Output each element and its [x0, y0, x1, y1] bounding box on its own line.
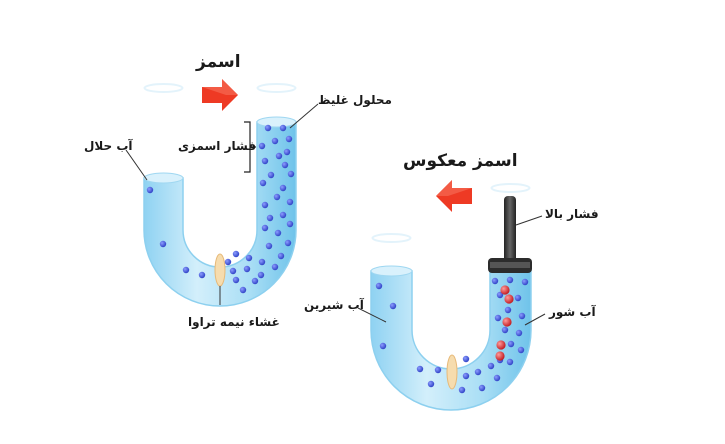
- water-molecule: [507, 340, 515, 348]
- water-molecule: [266, 214, 274, 222]
- water-molecule: [285, 135, 293, 143]
- water-molecule: [245, 254, 253, 262]
- reverse-osmosis-tube: [370, 183, 532, 411]
- water-molecule: [521, 278, 529, 286]
- water-molecule: [506, 276, 514, 284]
- membrane-icon: [446, 354, 458, 390]
- salt-molecule: [504, 294, 514, 304]
- water-molecule: [261, 157, 269, 165]
- concentrated-solution-label: محلول غلیظ: [318, 93, 392, 107]
- water-molecule: [277, 252, 285, 260]
- osmotic-pressure-label: فشار اسمزی: [178, 139, 257, 153]
- water-molecule: [515, 329, 523, 337]
- water-molecule: [258, 258, 266, 266]
- water-molecule: [478, 384, 486, 392]
- water-molecule: [379, 342, 387, 350]
- water-molecule: [462, 355, 470, 363]
- water-molecule: [462, 372, 470, 380]
- water-molecule: [506, 358, 514, 366]
- water-molecule: [146, 186, 154, 194]
- salt-molecule: [502, 317, 512, 327]
- salt-molecule: [495, 351, 505, 361]
- salt-molecule: [500, 285, 510, 295]
- water-molecule: [286, 220, 294, 228]
- water-molecule: [287, 170, 295, 178]
- solution-pointer: [289, 103, 319, 129]
- water-molecule: [243, 265, 251, 273]
- water-molecule: [261, 201, 269, 209]
- water-molecule: [279, 124, 287, 132]
- water-molecule: [496, 291, 504, 299]
- water-molecule: [514, 294, 522, 302]
- reverse-osmosis-title: اسمز معکوس: [403, 151, 518, 171]
- water-molecule: [474, 368, 482, 376]
- osmosis-molecules: [146, 124, 295, 294]
- water-molecule: [251, 277, 259, 285]
- water-molecule: [274, 229, 282, 237]
- water-molecule: [198, 271, 206, 279]
- water-molecule: [259, 179, 267, 187]
- water-molecule: [271, 263, 279, 271]
- piston-icon: [488, 196, 532, 273]
- water-molecule: [159, 240, 167, 248]
- water-molecule: [504, 306, 512, 314]
- reverse-osmosis-molecules: [375, 276, 529, 394]
- water-molecule: [261, 224, 269, 232]
- fresh-water-pointer: [357, 307, 387, 323]
- water-molecule: [416, 365, 424, 373]
- water-molecule: [271, 137, 279, 145]
- high-pressure-pointer: [515, 215, 543, 226]
- water-molecule: [232, 276, 240, 284]
- osmosis-tube: [143, 83, 297, 307]
- water-molecule: [258, 142, 266, 150]
- water-molecule: [267, 171, 275, 179]
- water-molecule: [279, 211, 287, 219]
- water-molecule: [427, 380, 435, 388]
- water-molecule: [375, 282, 383, 290]
- water-molecule: [517, 346, 525, 354]
- water-molecule: [275, 152, 283, 160]
- water-molecule: [286, 198, 294, 206]
- water-molecule: [494, 314, 502, 322]
- water-molecule: [273, 193, 281, 201]
- salt-molecule: [496, 340, 506, 350]
- water-molecule: [224, 258, 232, 266]
- water-molecule: [264, 124, 272, 132]
- water-molecule: [487, 362, 495, 370]
- salt-water-pointer: [524, 313, 546, 326]
- water-molecule: [279, 184, 287, 192]
- water-molecule: [518, 312, 526, 320]
- water-molecule: [493, 374, 501, 382]
- pure-water-label: آب حلال: [84, 139, 133, 153]
- water-molecule: [283, 148, 291, 156]
- water-molecule: [239, 286, 247, 294]
- pure-water-pointer: [125, 149, 148, 181]
- semipermeable-membrane-label: غشاء نیمه تراوا: [188, 315, 280, 329]
- membrane-icon: [214, 253, 226, 287]
- salt-water-label: آب شور: [549, 305, 596, 319]
- water-molecule: [434, 366, 442, 374]
- water-molecule: [229, 267, 237, 275]
- water-molecule: [491, 277, 499, 285]
- water-molecule: [182, 266, 190, 274]
- water-molecule: [257, 271, 265, 279]
- water-molecule: [265, 242, 273, 250]
- water-molecule: [389, 302, 397, 310]
- fresh-water-label: آب شیرین: [304, 298, 364, 312]
- water-molecule: [232, 250, 240, 258]
- osmosis-title: اسمز: [196, 52, 241, 72]
- water-molecule: [458, 386, 466, 394]
- water-molecule: [281, 161, 289, 169]
- water-molecule: [501, 326, 509, 334]
- high-pressure-label: فشار بالا: [545, 207, 599, 221]
- water-molecule: [284, 239, 292, 247]
- pressure-bracket: [244, 121, 256, 173]
